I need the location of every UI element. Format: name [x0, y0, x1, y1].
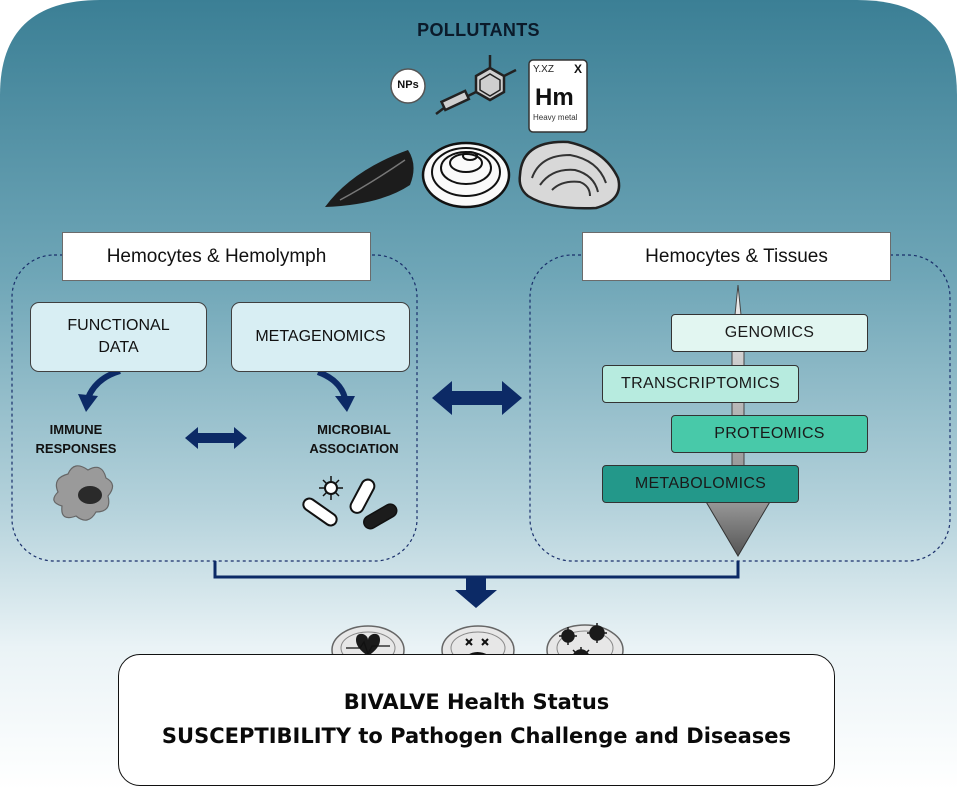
- functional-line2: DATA: [98, 339, 139, 356]
- omics-genomics: GENOMICS: [671, 314, 868, 352]
- curved-arrow-functional: [85, 368, 121, 400]
- right-panel-header: Hemocytes & Tissues: [582, 232, 891, 281]
- functional-data-box: FUNCTIONAL DATA: [30, 302, 207, 372]
- oyster-icon: [518, 140, 621, 210]
- functional-line1: FUNCTIONAL: [67, 316, 170, 334]
- omics-transcriptomics: TRANSCRIPTOMICS: [602, 365, 799, 403]
- omics-metabolomics: METABOLOMICS: [602, 465, 799, 503]
- microbial-association-label: MICROBIAL ASSOCIATION: [296, 421, 412, 459]
- element-code: Y.XZ: [533, 64, 554, 75]
- mussel-icon: [325, 150, 414, 207]
- bacterium-rod-icon: [363, 503, 398, 530]
- down-arrow: [455, 577, 497, 608]
- nanoparticle-icon: [390, 68, 426, 104]
- nps-label: NPs: [397, 79, 419, 91]
- omics-proteomics: PROTEOMICS: [671, 415, 868, 453]
- pollutants-title: POLLUTANTS: [417, 20, 540, 40]
- curved-arrow-metagenomics: [316, 369, 348, 399]
- bacterium-rod-icon: [302, 497, 338, 527]
- health-status-box: BIVALVE Health Status SUSCEPTIBILITY to …: [118, 654, 835, 786]
- element-name: Heavy metal: [533, 113, 578, 122]
- element-symbol: Hm: [535, 84, 574, 111]
- clam-icon: [421, 141, 511, 209]
- microbial-line1: MICROBIAL: [317, 422, 391, 437]
- double-arrow-left: [185, 427, 247, 449]
- left-panel-header: Hemocytes & Hemolymph: [62, 232, 371, 281]
- bacterium-star-icon: [319, 476, 343, 500]
- metagenomics-box: METAGENOMICS: [231, 302, 410, 372]
- immune-responses-label: IMMUNE RESPONSES: [28, 421, 124, 459]
- bacterium-rod-icon: [349, 478, 376, 514]
- health-status-line1: BIVALVE Health Status: [343, 690, 610, 715]
- heavy-metal-tile-icon: [528, 59, 588, 133]
- microbial-line2: ASSOCIATION: [309, 440, 399, 456]
- double-arrow-center: [432, 381, 522, 415]
- bacteria-icons: [302, 476, 398, 530]
- organic-molecule-icon: [435, 55, 517, 115]
- element-mark: X: [574, 62, 583, 76]
- immune-line1: IMMUNE: [49, 422, 103, 437]
- immune-line2: RESPONSES: [35, 440, 117, 456]
- hemocyte-cell-icon: [53, 465, 114, 521]
- health-status-line2: SUSCEPTIBILITY to Pathogen Challenge and…: [161, 724, 792, 748]
